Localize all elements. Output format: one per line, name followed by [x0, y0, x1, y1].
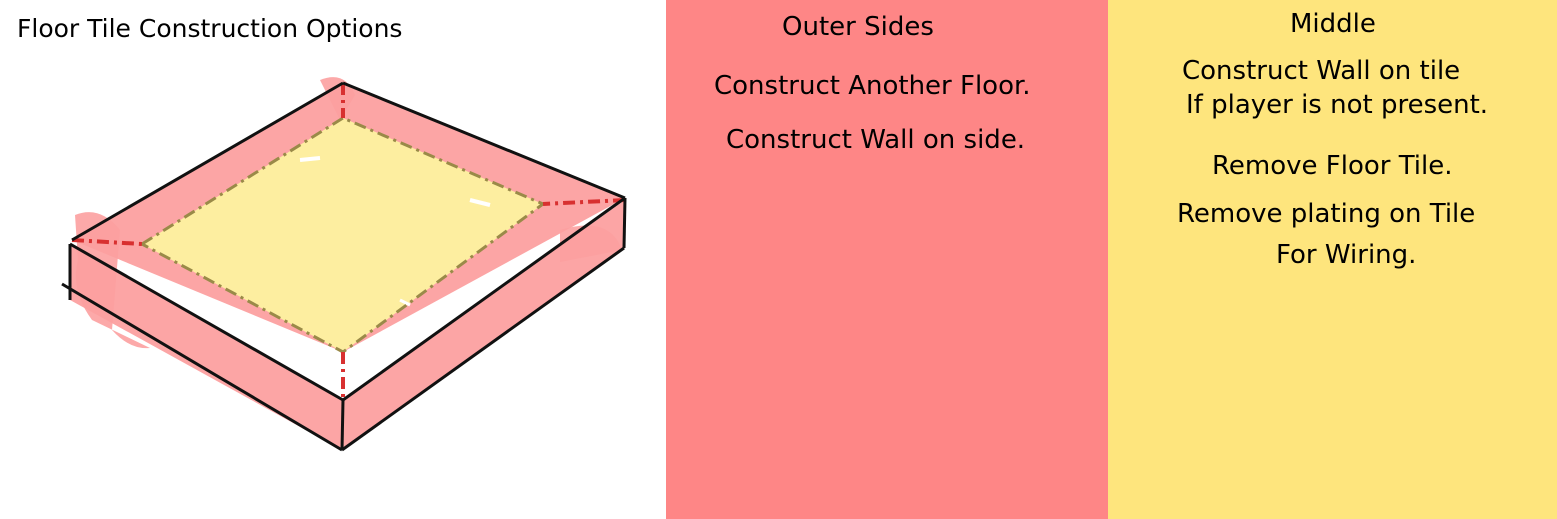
tile-edge-right	[622, 197, 627, 249]
outer-sides-heading: Outer Sides	[782, 12, 934, 42]
tile-edge-bottom-right	[341, 246, 625, 452]
tile-front-left-face	[70, 244, 343, 450]
tile-edge-front-right-top	[342, 196, 626, 402]
outer-sides-panel: Outer Sides Construct Another Floor. Con…	[666, 0, 1108, 519]
tile-edge-corner	[340, 399, 345, 451]
diagram-title: Floor Tile Construction Options	[17, 14, 403, 43]
option-remove-plating-line2: For Wiring.	[1276, 240, 1417, 270]
middle-heading: Middle	[1290, 9, 1376, 39]
option-construct-another-floor: Construct Another Floor.	[714, 71, 1031, 101]
middle-panel: Middle Construct Wall on tile If player …	[1108, 0, 1557, 519]
tile-edge-bottom-left	[61, 282, 343, 452]
tile-middle	[142, 118, 543, 352]
floor-tile-illustration	[61, 77, 627, 452]
tile-paint-blob	[320, 77, 355, 120]
tile-edge-back-left	[71, 81, 344, 242]
option-remove-plating-line1: Remove plating on Tile	[1177, 199, 1476, 229]
option-construct-wall-on-side: Construct Wall on side.	[726, 125, 1026, 155]
option-construct-wall-on-tile-line2: If player is not present.	[1186, 90, 1489, 120]
tile-paint-blob	[75, 212, 150, 349]
tile-edge-front-left-top	[69, 242, 344, 402]
tile-edge-back-right	[342, 81, 626, 200]
option-construct-wall-on-tile-line1: Construct Wall on tile	[1182, 56, 1461, 86]
illustration-panel: Floor Tile Construction Options	[0, 0, 666, 519]
option-remove-floor-tile: Remove Floor Tile.	[1212, 151, 1453, 181]
tile-front-right-face	[342, 200, 625, 450]
